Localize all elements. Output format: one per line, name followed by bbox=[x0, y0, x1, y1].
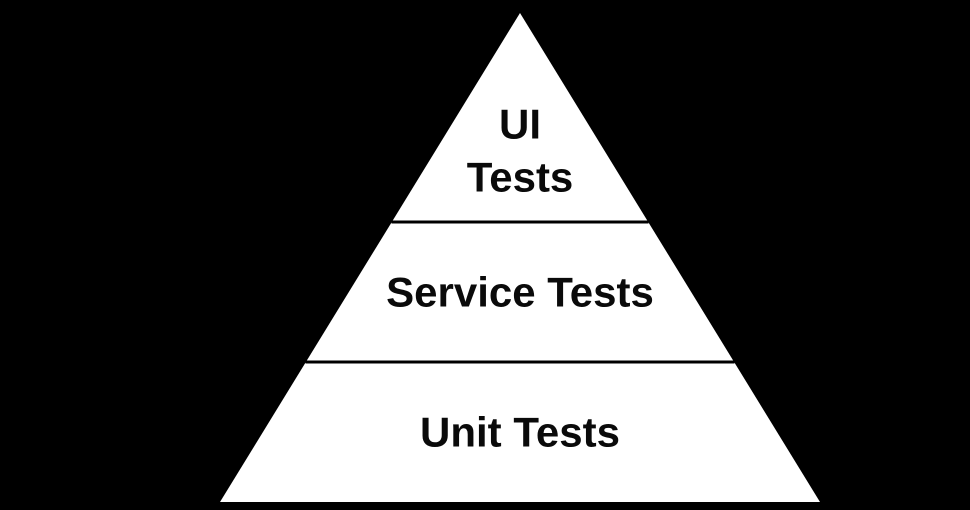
ui-tests-label-line2: Tests bbox=[467, 154, 574, 201]
ui-tests-label-line1: UI bbox=[499, 101, 541, 148]
pyramid-shape bbox=[220, 13, 820, 502]
service-tests-label: Service Tests bbox=[386, 269, 654, 316]
unit-tests-label: Unit Tests bbox=[420, 409, 620, 456]
